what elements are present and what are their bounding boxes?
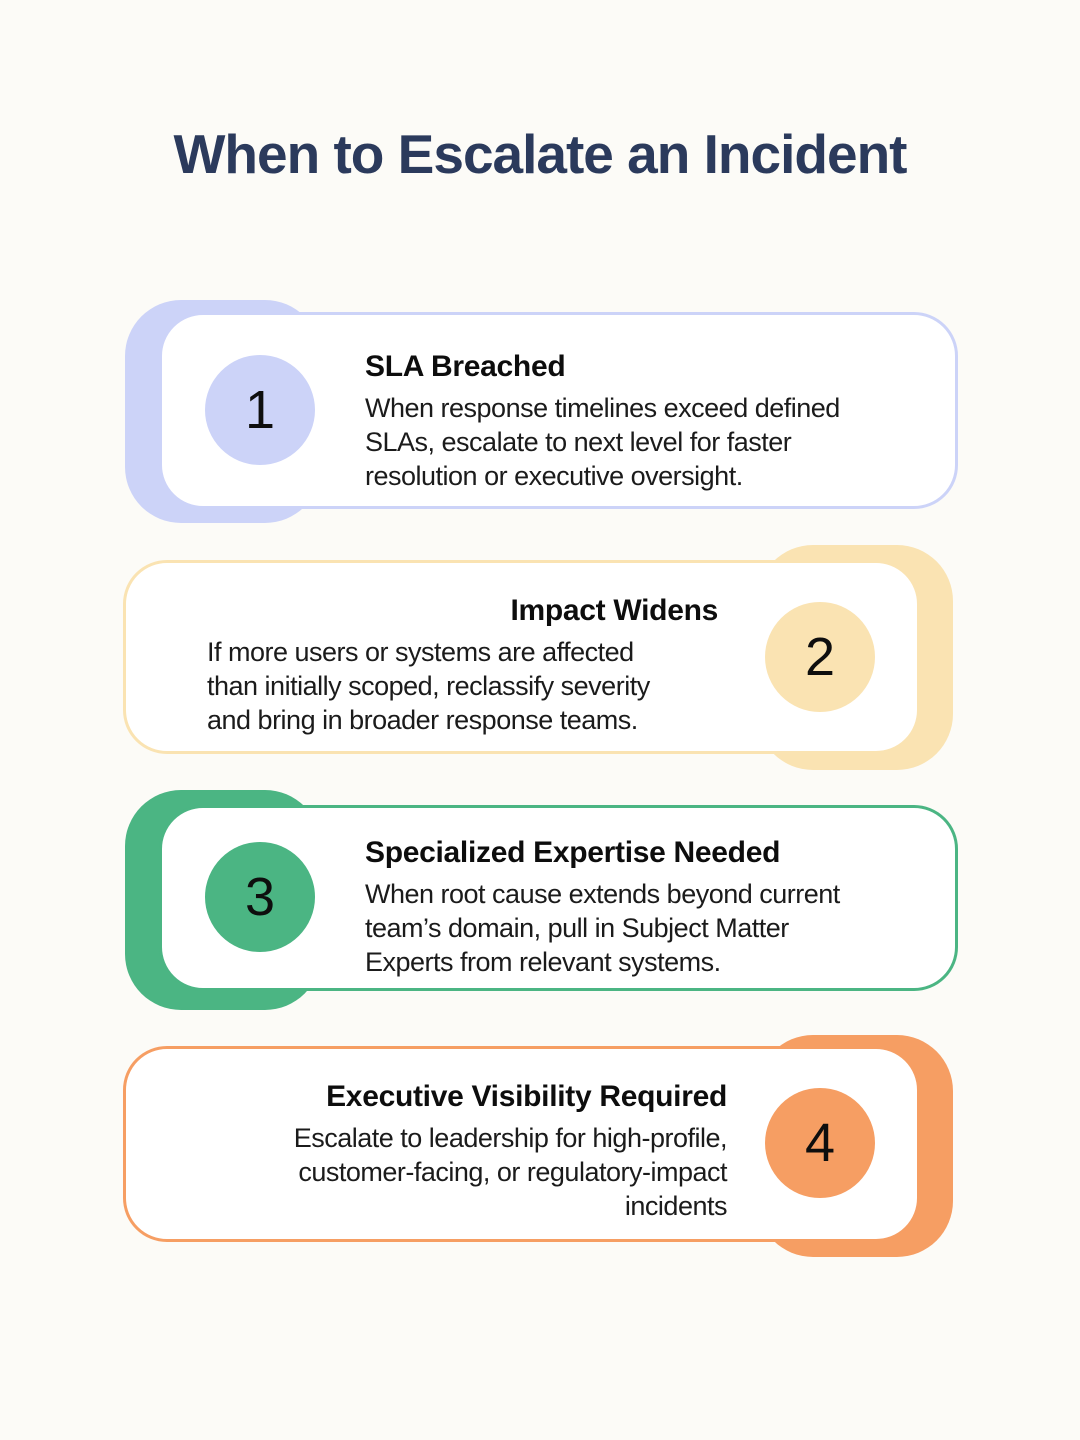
card-1-text: SLA Breached When response timelines exc… (365, 350, 955, 493)
card-2-body: If more users or systems are affected th… (207, 637, 650, 735)
card-1-step-badge: 1 (205, 355, 315, 465)
card-1-step-number: 1 (244, 380, 276, 440)
card-2-step-badge: 2 (765, 602, 875, 712)
card-3-step-badge: 3 (205, 842, 315, 952)
card-4-body: Escalate to leadership for high-profile,… (293, 1123, 728, 1221)
card-4-step-badge: 4 (765, 1088, 875, 1198)
card-2-text: Impact Widens If more users or systems a… (207, 594, 718, 737)
card-4-step-number: 4 (804, 1113, 836, 1173)
card-3-step-number: 3 (244, 867, 276, 927)
card-1-title: SLA Breached (365, 350, 566, 383)
card-3-title: Specialized Expertise Needed (365, 836, 781, 869)
card-3-text: Specialized Expertise Needed When root c… (365, 836, 955, 979)
page-title: When to Escalate an Incident (173, 123, 908, 185)
card-2-title: Impact Widens (510, 594, 718, 627)
card-2-step-number: 2 (804, 627, 836, 687)
card-4-title: Executive Visibility Required (326, 1080, 727, 1113)
card-4-text: Executive Visibility Required Escalate t… (180, 1080, 728, 1223)
card-1-body: When response timelines exceed defined S… (365, 393, 840, 491)
card-3-body: When root cause extends beyond current t… (365, 879, 840, 977)
